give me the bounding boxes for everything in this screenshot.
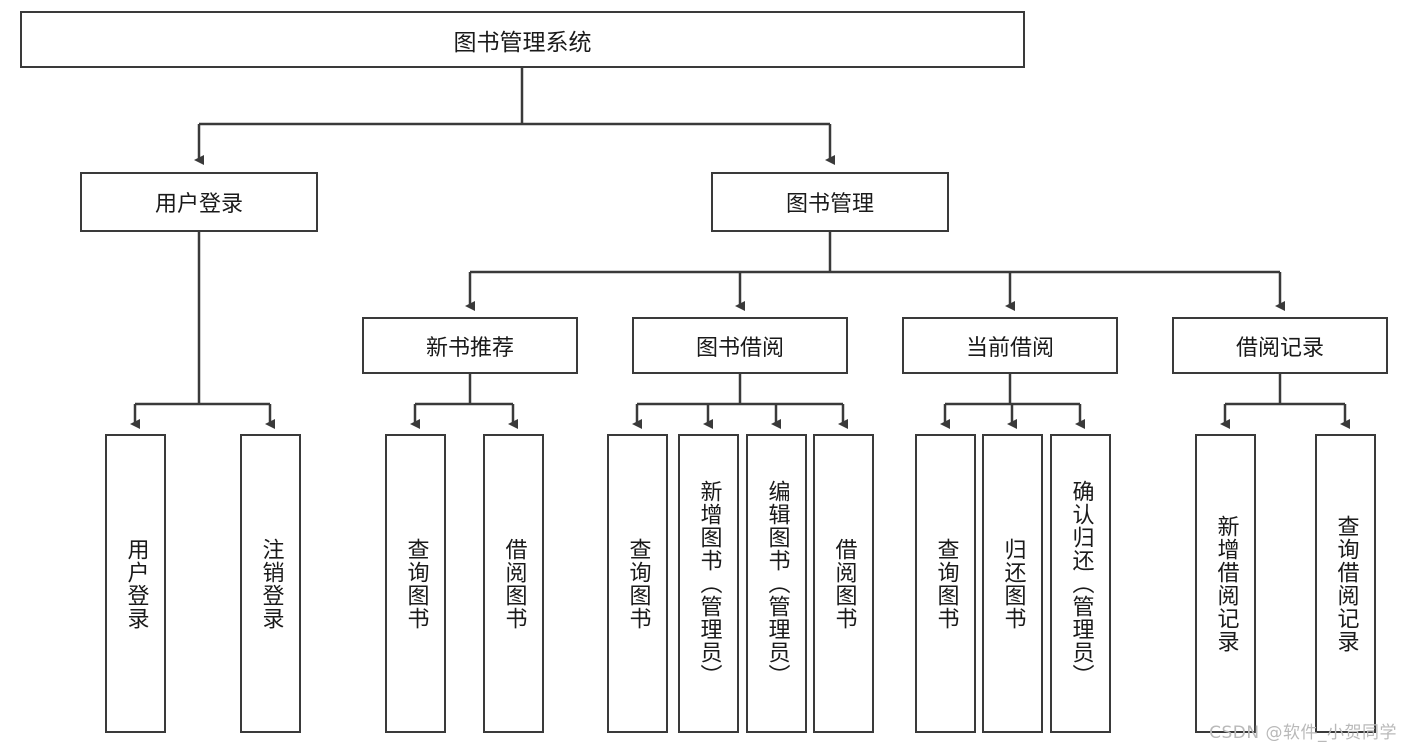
leaf-borrow-book-1[interactable]: 借阅图书 — [483, 434, 544, 733]
leaf-label: 注销登录 — [258, 537, 284, 630]
leaf-edit-book[interactable]: 编辑图书（管理员） — [746, 434, 807, 733]
leaf-label: 查询图书 — [933, 537, 959, 630]
leaf-label: 新增借阅记录 — [1213, 514, 1239, 653]
node-current-borrow[interactable]: 当前借阅 — [902, 317, 1118, 374]
node-book-manage[interactable]: 图书管理 — [711, 172, 949, 232]
watermark-text: CSDN @软件_小贺同学 — [1209, 723, 1397, 743]
node-label: 图书管理 — [785, 192, 874, 217]
leaf-label: 新增图书（管理员） — [696, 480, 722, 687]
leaf-label: 借阅图书 — [501, 537, 527, 630]
leaf-user-login[interactable]: 用户登录 — [105, 434, 166, 733]
leaf-query-book-1[interactable]: 查询图书 — [385, 434, 446, 733]
node-new-book-recommend[interactable]: 新书推荐 — [362, 317, 578, 374]
node-label: 新书推荐 — [425, 335, 514, 361]
node-label: 图书借阅 — [695, 335, 784, 361]
node-book-borrow[interactable]: 图书借阅 — [632, 317, 848, 374]
node-label: 用户登录 — [154, 192, 243, 217]
leaf-label: 归还图书 — [1000, 537, 1026, 630]
node-label: 当前借阅 — [965, 335, 1054, 361]
leaf-label: 确认归还（管理员） — [1068, 480, 1094, 687]
leaf-query-record[interactable]: 查询借阅记录 — [1315, 434, 1376, 733]
leaf-label: 用户登录 — [123, 537, 149, 630]
node-borrow-record[interactable]: 借阅记录 — [1172, 317, 1388, 374]
node-label: 借阅记录 — [1235, 335, 1324, 361]
leaf-query-book-3[interactable]: 查询图书 — [915, 434, 976, 733]
node-book-management-system[interactable]: 图书管理系统 — [20, 11, 1025, 68]
leaf-borrow-book-2[interactable]: 借阅图书 — [813, 434, 874, 733]
leaf-add-record[interactable]: 新增借阅记录 — [1195, 434, 1256, 733]
leaf-label: 借阅图书 — [831, 537, 857, 630]
leaf-query-book-2[interactable]: 查询图书 — [607, 434, 668, 733]
leaf-logout-login[interactable]: 注销登录 — [240, 434, 301, 733]
leaf-label: 查询借阅记录 — [1333, 514, 1359, 653]
leaf-add-book[interactable]: 新增图书（管理员） — [678, 434, 739, 733]
leaf-label: 编辑图书（管理员） — [764, 480, 790, 687]
node-user-login[interactable]: 用户登录 — [80, 172, 318, 232]
leaf-label: 查询图书 — [625, 537, 651, 630]
leaf-return-book[interactable]: 归还图书 — [982, 434, 1043, 733]
leaf-label: 查询图书 — [403, 537, 429, 630]
leaf-confirm-return[interactable]: 确认归还（管理员） — [1050, 434, 1111, 733]
node-label: 图书管理系统 — [453, 29, 592, 56]
